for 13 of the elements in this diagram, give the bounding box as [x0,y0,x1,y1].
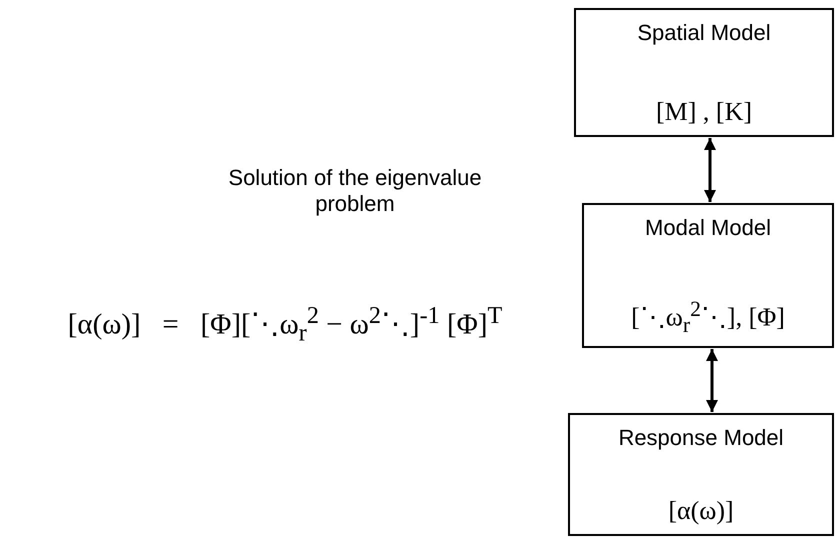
spatial-model-box [574,8,834,137]
response-model-box [568,413,834,536]
double-arrow [704,138,716,202]
matrix-notation: [⋱ω$_{r}$$^{2}$⋱], [Φ] [631,297,785,338]
matrix-notation: [α(ω)] [668,496,734,526]
note-text: Solution of the eigenvalue problem [227,165,483,217]
box-title: Response Model [618,425,784,451]
box-title: Modal Model [645,215,771,241]
modal-model-box [582,203,834,348]
box-title: Spatial Model [637,20,771,46]
formula: [α(ω)] = [Φ][⋱ω$_{r}$$^{2}$ − ω$^{2}$⋱]$^{-1}$ [Φ]$^{T}$ [66,302,504,348]
matrix-notation: [M] , [K] [656,97,752,127]
double-arrow [706,349,718,412]
